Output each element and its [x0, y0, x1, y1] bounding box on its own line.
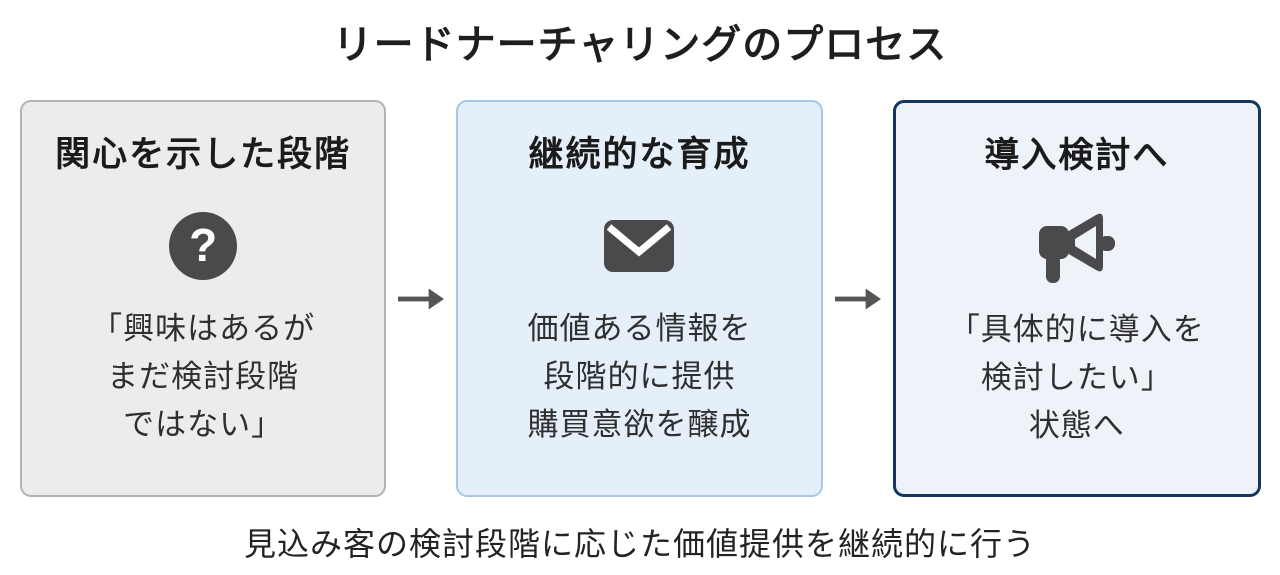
step-box-interest-stage: 関心を示した段階 ? 「興味はあるが まだ検討段階 ではない」 — [20, 100, 387, 497]
step-description: 「興味はあるが まだ検討段階 ではない」 — [91, 305, 315, 449]
step-description-line: 検討したい」 — [980, 359, 1173, 395]
step-description-line: 価値ある情報を — [527, 310, 752, 346]
step-heading: 関心を示した段階 — [55, 135, 352, 174]
arrow-right-icon — [398, 287, 445, 310]
step-box-adoption-consideration: 導入検討へ 「具体的に導入を 検討したい」 状態へ — [892, 100, 1261, 497]
flow-arrow-2 — [823, 100, 893, 497]
question-mark-glyph: ? — [189, 218, 218, 271]
step-description-line: 段階的に提供 — [543, 358, 736, 394]
step-description-line: 「具体的に導入を — [948, 311, 1205, 347]
step-description-line: 「興味はあるが — [91, 310, 316, 346]
step-heading: 導入検討へ — [984, 136, 1170, 175]
question-icon-circle: ? — [169, 211, 238, 280]
step-description: 価値ある情報を 段階的に提供 購買意欲を醸成 — [527, 305, 751, 449]
step-box-continuous-nurturing: 継続的な育成 価値ある情報を 段階的に提供 購買意欲を醸成 — [456, 100, 823, 497]
megaphone-icon — [1037, 212, 1117, 283]
envelope-glyph — [604, 219, 675, 272]
process-flow: 関心を示した段階 ? 「興味はあるが まだ検討段階 ではない」 継続的な育成 — [20, 100, 1261, 497]
flow-arrow-1 — [386, 100, 456, 497]
step-description: 「具体的に導入を 検討したい」 状態へ — [949, 306, 1205, 450]
bottom-caption: 見込み客の検討段階に応じた価値提供を継続的に行う — [243, 526, 1036, 562]
mail-icon — [604, 211, 675, 281]
step-description-line: ではない」 — [123, 406, 284, 442]
arrow-right-icon — [834, 287, 881, 310]
page-title: リードナーチャリングのプロセス — [332, 23, 948, 67]
step-description-line: まだ検討段階 — [107, 358, 300, 394]
step-description-line: 購買意欲を醸成 — [527, 406, 752, 442]
step-description-line: 状態へ — [1028, 407, 1125, 443]
step-heading: 継続的な育成 — [528, 135, 751, 174]
question-icon: ? — [169, 211, 238, 281]
megaphone-glyph — [1038, 213, 1115, 283]
